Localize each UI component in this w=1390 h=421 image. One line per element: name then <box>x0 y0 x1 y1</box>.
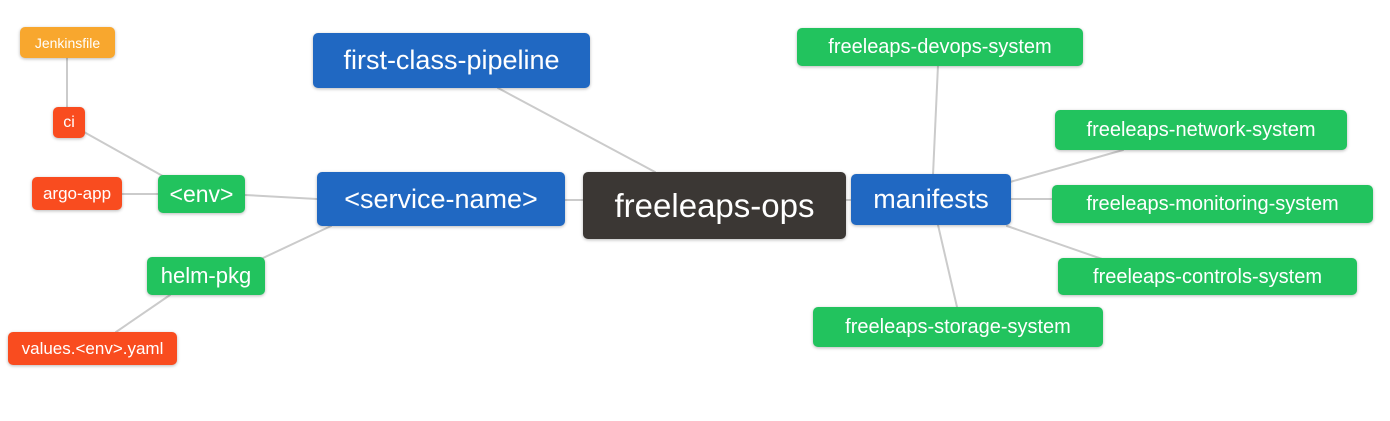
node-jenkinsfile[interactable]: Jenkinsfile <box>20 27 115 58</box>
node-service-name[interactable]: <service-name> <box>317 172 565 226</box>
node-first-class-pipeline[interactable]: first-class-pipeline <box>313 33 590 88</box>
node-helm-pkg[interactable]: helm-pkg <box>147 257 265 295</box>
edge-manifests-network-system <box>1009 149 1124 183</box>
edge-helm-pkg-service-name <box>262 225 332 259</box>
node-freeleaps-network-system[interactable]: freeleaps-network-system <box>1055 110 1347 150</box>
node-freeleaps-storage-system[interactable]: freeleaps-storage-system <box>813 307 1103 347</box>
node-freeleaps-ops[interactable]: freeleaps-ops <box>583 172 846 239</box>
node-manifests[interactable]: manifests <box>851 174 1011 225</box>
node-freeleaps-devops-system[interactable]: freeleaps-devops-system <box>797 28 1083 66</box>
node-ci[interactable]: ci <box>53 107 85 138</box>
edge-ci-env <box>83 131 169 180</box>
node-values-env-yaml[interactable]: values.<env>.yaml <box>8 332 177 365</box>
edge-env-service-name <box>244 194 318 200</box>
node-freeleaps-controls-system[interactable]: freeleaps-controls-system <box>1058 258 1357 295</box>
node-argo-app[interactable]: argo-app <box>32 177 122 210</box>
edge-manifests-devops-system <box>932 64 939 176</box>
node-env[interactable]: <env> <box>158 175 245 213</box>
edge-pipeline-freeleaps-ops <box>497 87 656 173</box>
edge-manifests-controls-system <box>1006 225 1103 260</box>
edge-values-helm-pkg <box>115 294 171 333</box>
edge-manifests-storage-system <box>937 224 958 308</box>
node-freeleaps-monitoring-system[interactable]: freeleaps-monitoring-system <box>1052 185 1373 223</box>
